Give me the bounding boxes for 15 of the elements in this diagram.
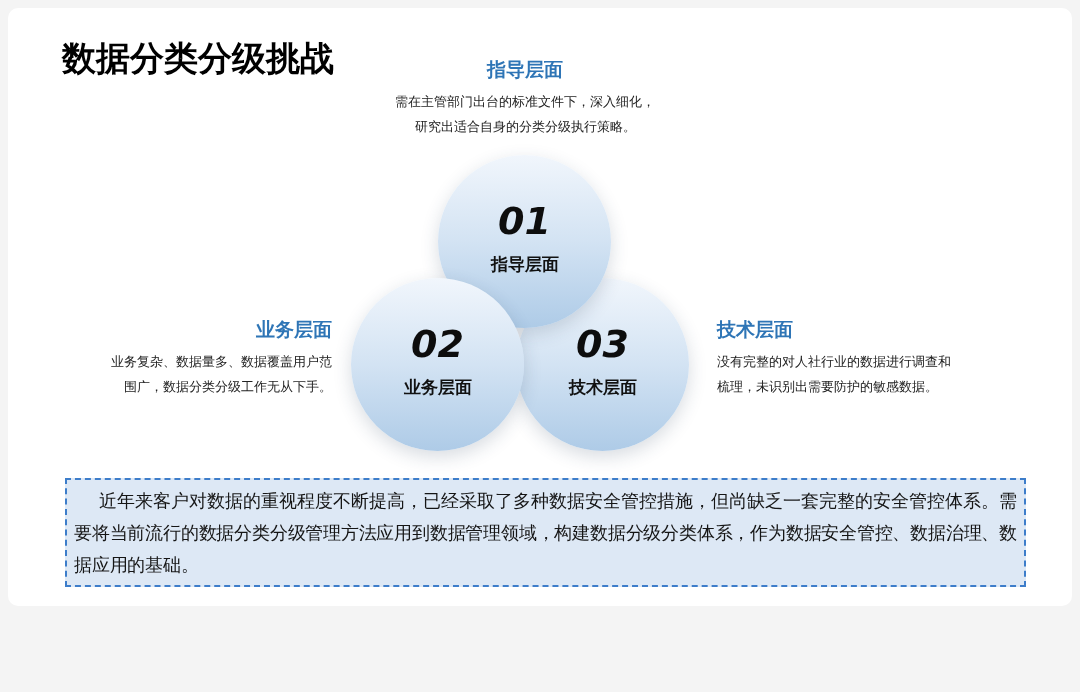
circle-number: 02 [411, 326, 464, 362]
circle-title: 技术层面 [568, 377, 637, 399]
aspect-heading: 业务层面 [256, 318, 332, 342]
circle-title: 业务层面 [403, 377, 472, 399]
circle-number: 01 [498, 203, 551, 239]
aspect-heading: 技术层面 [717, 318, 793, 342]
circle-title: 指导层面 [490, 254, 559, 276]
aspect-description: 没有完整的对人社行业的数据进行调查和梳理，未识别出需要防护的敏感数据。 [717, 353, 952, 396]
aspect-description: 需在主管部门出台的标准文件下，深入细化，研究出适合自身的分类分级执行策略。 [394, 93, 656, 136]
circle-number: 03 [576, 326, 629, 362]
aspect-description: 业务复杂、数据量多、数据覆盖用户范围广，数据分类分级工作无从下手。 [110, 353, 332, 396]
page-title: 数据分类分级挑战 [62, 38, 334, 78]
aspect-heading: 指导层面 [487, 58, 563, 82]
summary-box [65, 478, 1026, 587]
summary-text: 近年来客户对数据的重视程度不断提高，已经采取了多种数据安全管控措施，但尚缺乏一套完整的安全管控体系。需要将当前流行的数据分类分级管理方法应用到数据管理领域，构建数据分级分类体系，作为数据安全管控、数据治理、数据应用的基础。 [74, 490, 1017, 577]
